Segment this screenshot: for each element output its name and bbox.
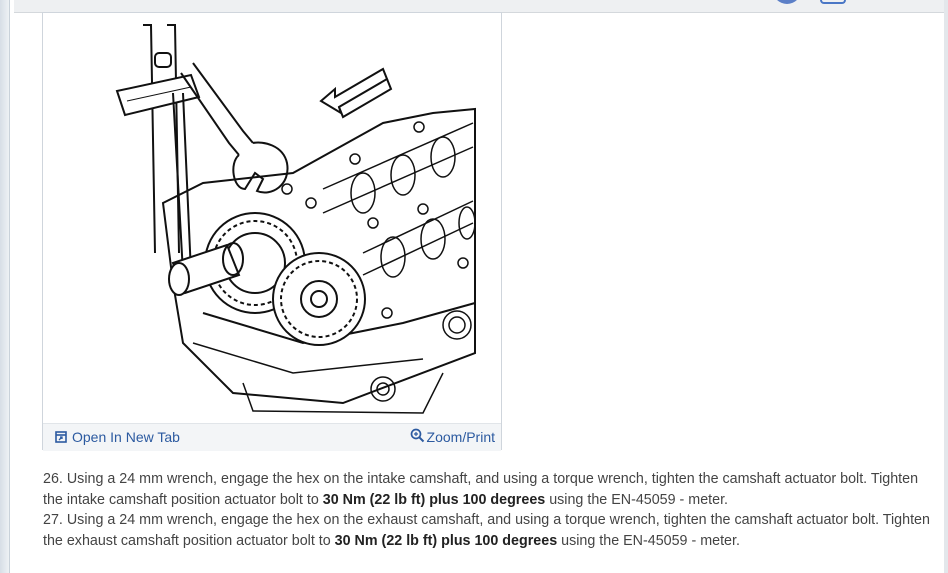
instruction-steps: 26. Using a 24 mm wrench, engage the hex… xyxy=(43,469,933,551)
magnifier-icon xyxy=(410,428,424,443)
zoom-print-label: Zoom/Print xyxy=(426,429,495,445)
torque-spec: 30 Nm (22 lb ft) plus 100 degrees xyxy=(334,532,558,549)
figure-card: Open In New Tab Zoom/Print xyxy=(42,12,502,451)
avatar[interactable] xyxy=(772,0,802,4)
open-in-new-tab-label: Open In New Tab xyxy=(72,429,180,445)
torque-spec: 30 Nm (22 lb ft) plus 100 degrees xyxy=(322,491,546,508)
step-27: 27. Using a 24 mm wrench, engage the hex… xyxy=(43,510,933,551)
chat-icon[interactable] xyxy=(820,0,846,4)
step-text: using the EN-45059 - meter. xyxy=(545,491,729,508)
right-scrollbar[interactable] xyxy=(944,0,948,573)
engine-camshaft-illustration xyxy=(115,24,476,414)
step-text: using the EN-45059 - meter. xyxy=(557,532,740,549)
open-in-new-tab-link[interactable]: Open In New Tab xyxy=(55,429,180,445)
step-26: 26. Using a 24 mm wrench, engage the hex… xyxy=(43,469,933,510)
zoom-print-link[interactable]: Zoom/Print xyxy=(410,428,495,445)
open-in-new-tab-icon xyxy=(55,431,67,443)
step-text: 27. Using a 24 mm wrench, engage the hex… xyxy=(43,512,930,549)
figure-footer: Open In New Tab Zoom/Print xyxy=(43,423,501,451)
step-text: 26. Using a 24 mm wrench, engage the hex… xyxy=(43,471,919,508)
left-scroll-rail xyxy=(0,0,14,573)
